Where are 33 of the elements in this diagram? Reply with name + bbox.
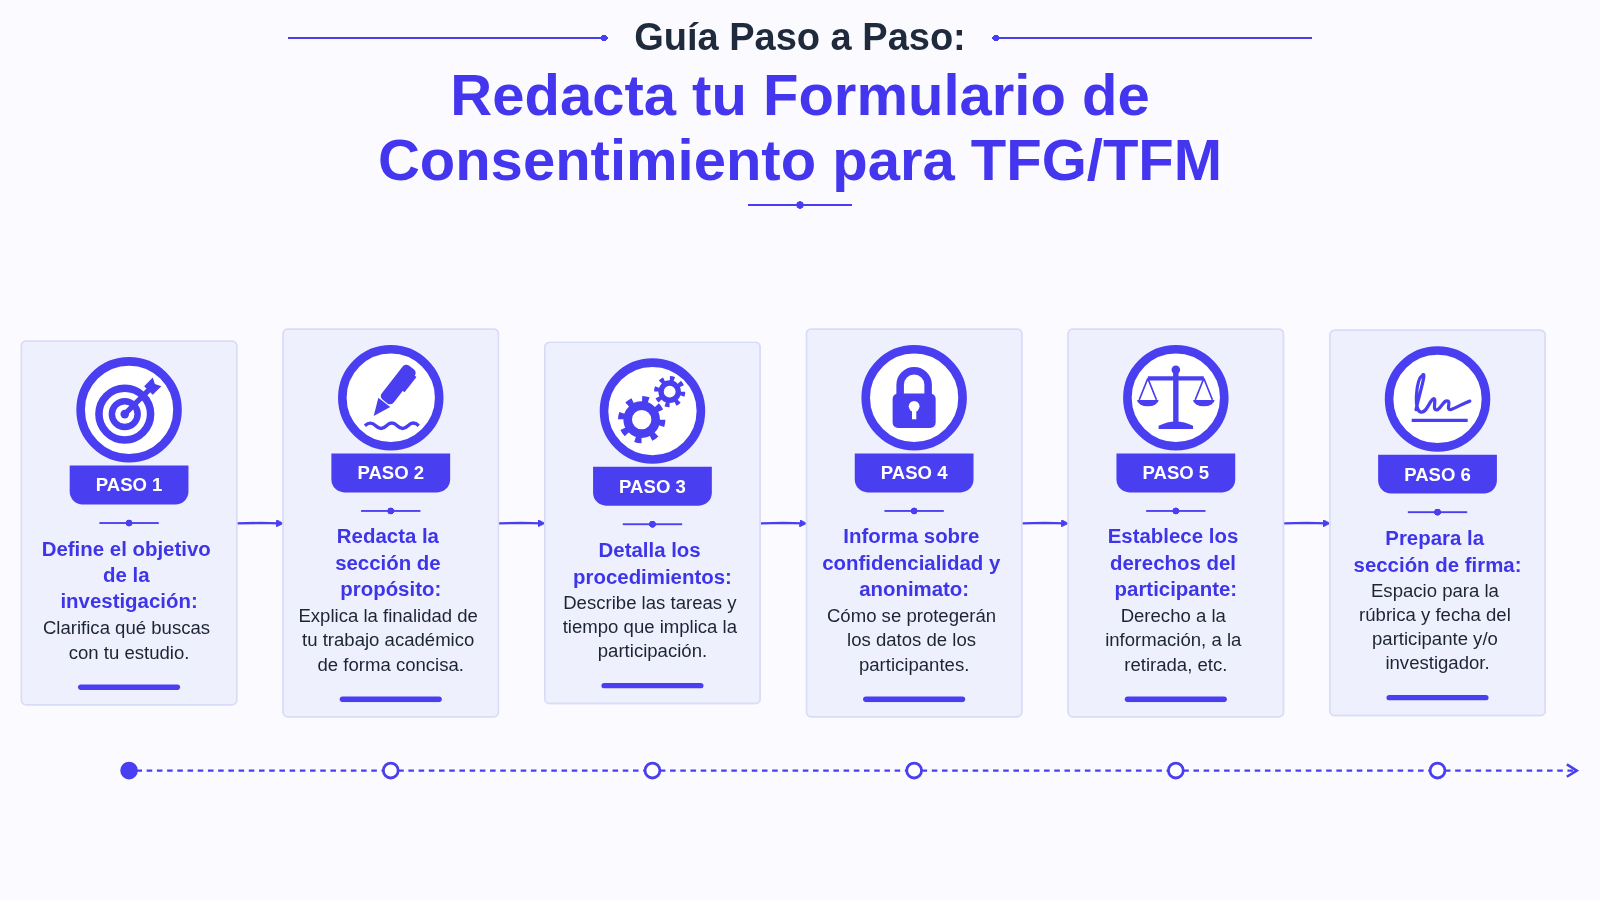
node-circle [1428,761,1447,780]
node-circle [1167,761,1185,780]
step-label: PASO 4 [854,453,974,493]
arrow [1444,763,1578,778]
step-heading: Informa sobre confidencialidad y anonimato: [822,524,1002,602]
step-description: Clarifica qué buscas con tu estudio. [42,617,212,662]
step-description: Explica la finalidad de tu trabajo académico de forma concisa. [298,605,479,674]
step-label: PASO 2 [331,453,451,493]
node-circle [905,761,923,780]
step-description: Espacio para la rúbrica y fecha del participante y/o investigador. [1359,580,1512,673]
step-description: Describe las tareas y tiempo que implica la participación. [562,592,739,661]
connector [659,769,907,772]
step-description: Derecho a la información, a la retirada, etc. [1105,605,1243,674]
step-description: Cómo se protegerán los datos de los participantes. [826,605,998,674]
node-circle [643,761,662,780]
connector [398,769,646,772]
connector [1183,769,1431,772]
step-heading: Establece los derechos del participante: [1107,524,1240,602]
step-heading: Define el objetivo de la investigación: [41,536,212,614]
subtitle: Guía Paso a Paso: [634,16,966,59]
node-circle [381,761,400,780]
step-heading: Detalla los procedimientos: [573,538,732,588]
step-heading: Redacta la sección de propósito: [335,524,443,602]
step-label: PASO 5 [1116,453,1236,493]
node-circle [120,761,138,780]
step-heading: Prepara la sección de firma: [1353,526,1522,576]
step-label: PASO 3 [593,466,712,506]
step-label: PASO 1 [69,465,189,505]
arrow [237,519,284,528]
title: Redacta tu Formulario de Consentimiento para TFG/TFM [376,63,1224,193]
arrow [1022,519,1069,528]
connector [136,769,384,772]
step-label: PASO 6 [1378,454,1497,494]
